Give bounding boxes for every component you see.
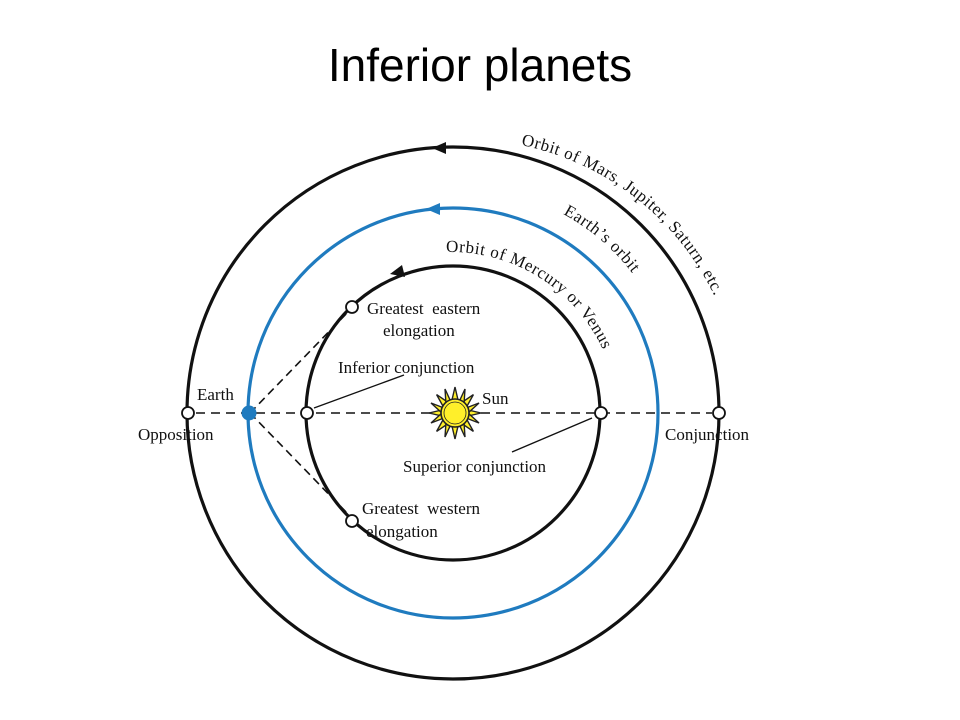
superior-conjunction-leader — [511, 417, 593, 453]
opposition-label: Opposition — [138, 425, 214, 444]
superior-conjunction-label: Superior conjunction — [403, 457, 547, 476]
earth-orbit-arrowhead-icon — [426, 203, 440, 215]
earth-orbit-label: Earth’s orbit — [561, 201, 645, 276]
inferior-conjunction-leader — [313, 374, 405, 409]
greatest-western-label-line2: elongation — [366, 522, 438, 541]
inner-orbit-arrowhead-icon — [390, 265, 405, 277]
greatest-eastern-label-line2: elongation — [383, 321, 455, 340]
greatest-eastern-elongation-position-icon — [345, 300, 359, 314]
conjunction-label: Conjunction — [665, 425, 750, 444]
sun-label: Sun — [482, 389, 509, 408]
western-elongation-line — [249, 412, 349, 515]
outer-orbit-arrowhead-icon — [432, 142, 446, 154]
inferior-conjunction-label: Inferior conjunction — [338, 358, 475, 377]
greatest-western-elongation-position-icon — [345, 514, 359, 528]
conjunction-position-icon — [712, 406, 726, 420]
sun-icon — [428, 386, 482, 440]
slide-title: Inferior planets — [327, 39, 633, 91]
opposition-position-icon — [181, 406, 195, 420]
greatest-western-label-line1: Greatest western — [362, 499, 481, 518]
greatest-eastern-label-line1: Greatest eastern — [367, 299, 481, 318]
inner-orbit-label: Orbit of Mercury or Venus — [446, 237, 617, 352]
eastern-elongation-line — [249, 311, 349, 414]
inferior-conjunction-position-icon — [300, 406, 314, 420]
earth-label: Earth — [197, 385, 234, 404]
earth-dot-icon — [241, 405, 257, 421]
superior-conjunction-position-icon — [594, 406, 608, 420]
